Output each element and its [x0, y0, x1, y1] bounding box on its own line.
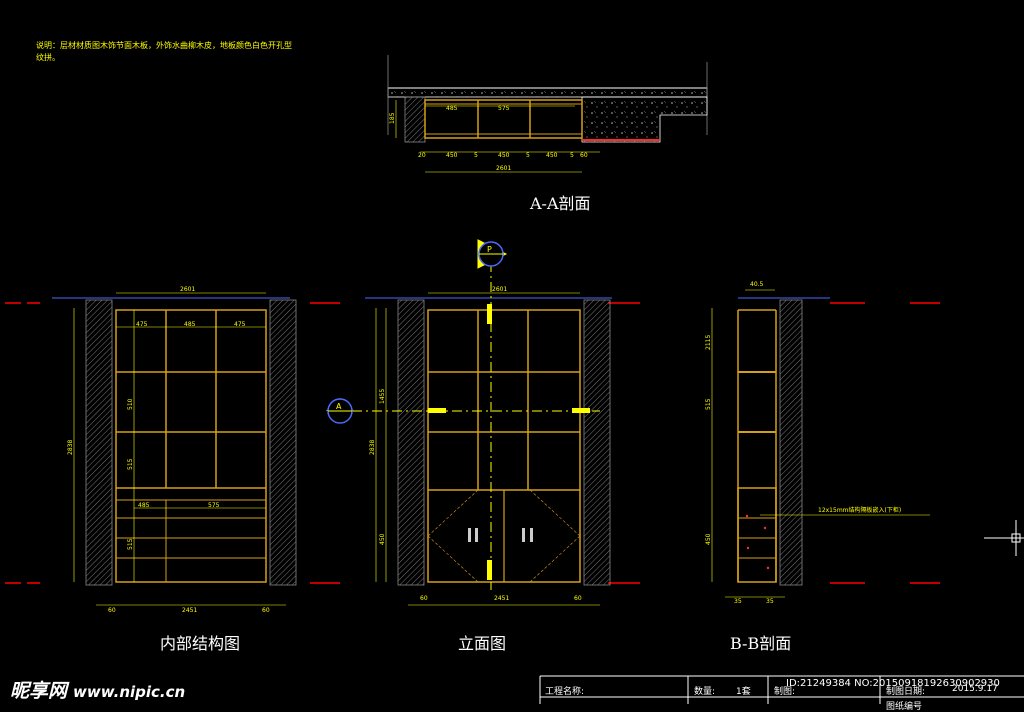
interior-dim-height: 2838	[67, 440, 74, 455]
interior-dim-side-3: 515	[127, 538, 134, 550]
design-note: 说明：层材材质图木饰节面木板，外饰水曲柳木皮，地板颜色白色开孔型 纹拼。	[36, 40, 292, 64]
section-bb-title: B-B剖面	[730, 634, 792, 653]
interior-dim-side-1: 510	[127, 398, 134, 410]
watermark: 昵享网 www.nipic.cn	[10, 676, 185, 703]
aa-dim-bottom-8: 60	[580, 152, 588, 159]
bb-dim-side-2: 515	[705, 398, 712, 410]
aa-dim-bottom-6: 450	[546, 152, 558, 159]
aa-dim-bottom-1: 20	[418, 152, 426, 159]
interior-dim-row-2: 485	[184, 321, 196, 328]
design-note-line-1: 说明：层材材质图木饰节面木板，外饰水曲柳木皮，地板颜色白色开孔型	[36, 41, 292, 50]
section-marker-a: A	[326, 398, 354, 424]
bb-dim-side-1: 2115	[705, 335, 712, 350]
elevation-dim-side-1: 1455	[379, 389, 386, 404]
aa-dim-bottom-7: 5	[570, 152, 574, 159]
bb-dim-top: 40.5	[750, 281, 764, 288]
interior-dim-row-3: 475	[234, 321, 246, 328]
drawing-number-label: 图纸编号	[886, 702, 923, 712]
watermark-brand: 昵享网	[10, 680, 68, 702]
drawing-date-label: 制图日期:	[886, 687, 926, 697]
aa-dim-side: 185	[389, 112, 396, 124]
aa-dim-top-2: 575	[498, 105, 510, 112]
section-marker-p: P	[477, 239, 508, 269]
elevation-dim-bottom-3: 60	[574, 595, 582, 602]
quantity-label: 数量:	[694, 687, 716, 697]
project-name-label: 工程名称:	[545, 687, 585, 697]
crosshair-cursor-icon	[984, 520, 1024, 556]
aa-dim-bottom-2: 450	[446, 152, 458, 159]
section-aa-drawing: 485 575 20 450 5 450 5 450 5 60 2601 185	[387, 55, 708, 173]
elevation-title: 立面图	[458, 634, 507, 653]
title-block	[539, 675, 1024, 704]
marker-a-label: A	[336, 402, 342, 411]
watermark-url: www.nipic.cn	[73, 683, 186, 701]
interior-dim-bottom-3: 60	[262, 607, 270, 614]
interior-dim-bottom-2: 2451	[182, 607, 197, 614]
interior-dim-drawer-2: 575	[208, 502, 220, 509]
interior-dim-drawer-1: 485	[138, 502, 150, 509]
elevation-dim-bottom-1: 60	[420, 595, 428, 602]
centerlines	[5, 302, 940, 584]
interior-structure-drawing: 2601 475 485 475 510 515 515 2838 485 57…	[52, 286, 297, 614]
aa-dim-bottom-5: 5	[526, 152, 530, 159]
bb-dim-side-3: 450	[705, 533, 712, 545]
elevation-drawing: 2601 1455 450 2838 60 2451 60	[352, 262, 612, 606]
elevation-dim-side-2: 450	[379, 533, 386, 545]
aa-dim-total: 2601	[496, 165, 511, 172]
bb-dim-bottom-1: 35	[734, 598, 742, 605]
design-note-line-2: 纹拼。	[36, 53, 60, 62]
section-aa-title: A-A剖面	[530, 194, 591, 213]
watermark-id: ID:21249384 NO:20150918192630902930	[786, 678, 1000, 689]
interior-dim-bottom-1: 60	[108, 607, 116, 614]
drawing-date-value: 2015.9.17	[952, 684, 998, 694]
elevation-dim-height: 2838	[369, 440, 376, 455]
interior-dim-row-1: 475	[136, 321, 148, 328]
interior-dim-top: 2601	[180, 286, 195, 293]
elevation-dim-bottom-2: 2451	[494, 595, 509, 602]
interior-dim-side-2: 515	[127, 458, 134, 470]
section-bb-drawing: 40.5 2115 515 450 12x15mm结构隔板嵌入(下柜) 35 3…	[705, 281, 930, 605]
interior-structure-title: 内部结构图	[160, 634, 241, 653]
bb-leader-note: 12x15mm结构隔板嵌入(下柜)	[818, 506, 901, 514]
elevation-dim-top: 2601	[492, 286, 507, 293]
drawn-by-label: 制图:	[774, 687, 796, 697]
marker-p-label: P	[487, 245, 492, 254]
aa-dim-bottom-3: 5	[474, 152, 478, 159]
aa-dim-top-1: 485	[446, 105, 458, 112]
quantity-value: 1套	[736, 687, 751, 697]
aa-dim-bottom-4: 450	[498, 152, 510, 159]
bb-dim-bottom-2: 35	[766, 598, 774, 605]
